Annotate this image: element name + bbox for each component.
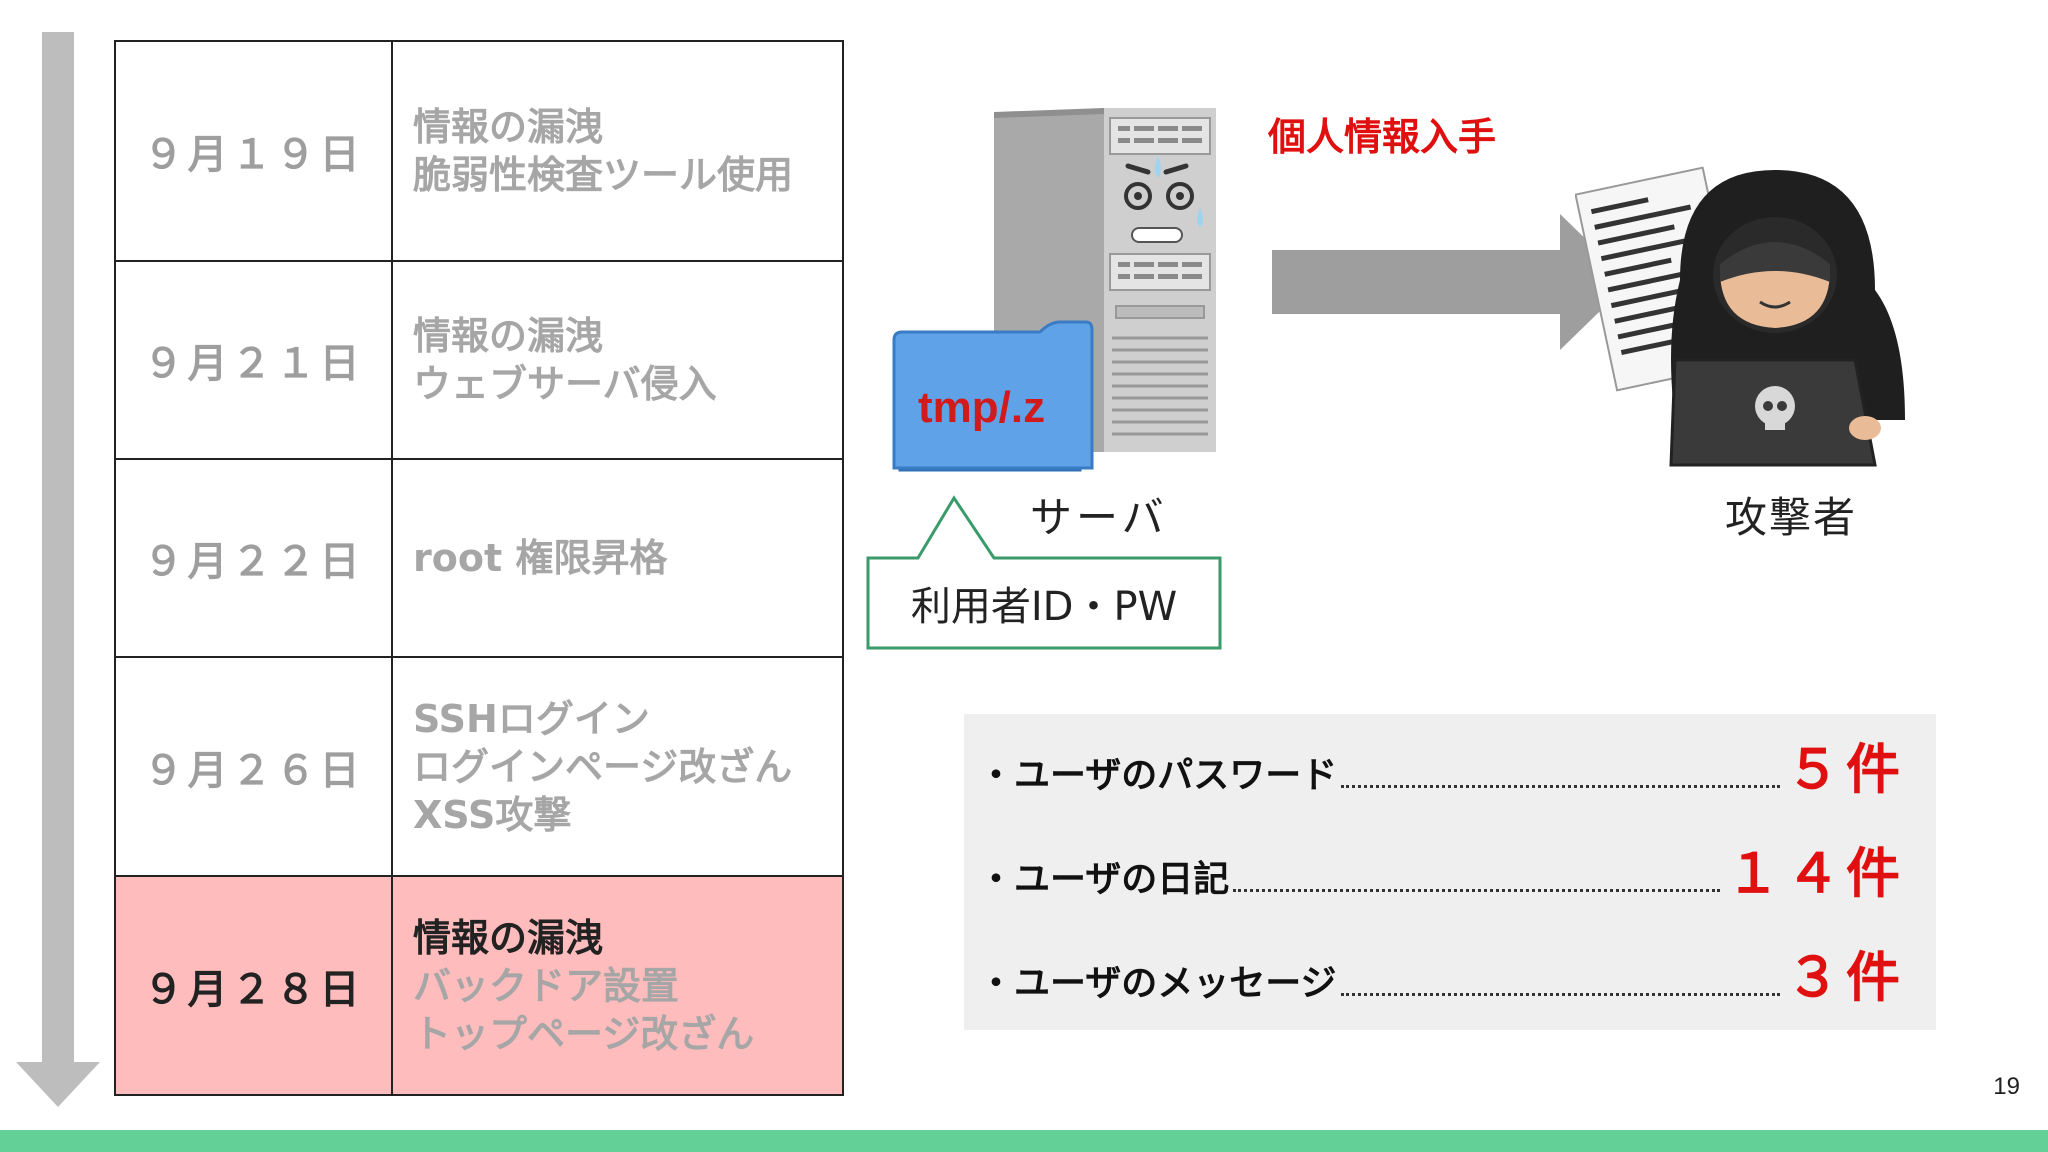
hacker-illustration [1575, 166, 1905, 467]
leader-dots [1340, 993, 1780, 996]
flow-arrow [1272, 214, 1630, 350]
timeline-event: ウェブサーバ侵入 [413, 362, 717, 406]
callout-text: 利用者ID・PW [910, 584, 1178, 630]
timeline-row: ９月２２日 root 権限昇格 [114, 458, 844, 658]
attacker-label: 攻撃者 [1725, 493, 1858, 542]
folder-label: tmp/.z [918, 383, 1046, 432]
server-label: サーバ [1030, 493, 1168, 542]
leader-dots [1341, 785, 1780, 788]
footer-bar [0, 1130, 2048, 1152]
timeline-event: ログインページ改ざん [413, 744, 793, 789]
timeline-table: ９月１９日 情報の漏洩 脆弱性検査ツール使用 ９月２１日 情報の漏洩 ウェブサー… [114, 40, 844, 1096]
timeline-event: SSHログイン [413, 696, 650, 741]
page-number: 19 [1993, 1073, 2020, 1100]
server-illustration [892, 108, 1216, 472]
timeline-events: SSHログイン ログインページ改ざん XSS攻撃 [391, 656, 844, 877]
stat-value: ３件 [1786, 946, 1906, 1009]
timeline-event: トップページ改ざん [413, 1011, 755, 1056]
stat-value: １４件 [1726, 842, 1906, 905]
timeline-event: バックドア設置 [413, 963, 680, 1008]
timeline-event: 脆弱性検査ツール使用 [413, 153, 794, 197]
stat-label: ・ユーザのメッセージ [978, 963, 1337, 1004]
timeline-events: 情報の漏洩 脆弱性検査ツール使用 [391, 40, 844, 262]
timeline-down-arrow [16, 32, 100, 1107]
stat-value: ５件 [1786, 738, 1906, 801]
leader-dots [1233, 889, 1720, 892]
timeline-event: root 権限昇格 [413, 536, 668, 580]
timeline-events: root 権限昇格 [391, 458, 844, 658]
leak-summary-box: ・ユーザのパスワード ５件 ・ユーザの日記 １４件 ・ユーザのメッセージ ３件 [964, 714, 1936, 1030]
credential-callout [866, 495, 1222, 650]
stat-label: ・ユーザのパスワード [978, 755, 1338, 796]
timeline-row: ９月１９日 情報の漏洩 脆弱性検査ツール使用 [114, 40, 844, 262]
timeline-row: ９月２６日 SSHログイン ログインページ改ざん XSS攻撃 [114, 656, 844, 877]
timeline-date: ９月２６日 [114, 656, 393, 877]
timeline-date: ９月１９日 [114, 40, 393, 262]
timeline-row: ９月２１日 情報の漏洩 ウェブサーバ侵入 [114, 260, 844, 460]
timeline-event: 情報の漏洩 [413, 314, 604, 358]
timeline-events: 情報の漏洩 ウェブサーバ侵入 [391, 260, 844, 460]
timeline-event: 情報の漏洩 [413, 915, 604, 960]
timeline-events: 情報の漏洩 バックドア設置 トップページ改ざん [391, 875, 844, 1096]
stat-row: ・ユーザのパスワード ５件 [978, 734, 1906, 804]
timeline-row-highlighted: ９月２８日 情報の漏洩 バックドア設置 トップページ改ざん [114, 875, 844, 1096]
timeline-event: 情報の漏洩 [413, 105, 604, 149]
timeline-event: XSS攻撃 [413, 792, 572, 837]
timeline-date: ９月２２日 [114, 458, 393, 658]
stat-row: ・ユーザの日記 １４件 [978, 838, 1906, 908]
arrow-caption: 個人情報入手 [1268, 115, 1497, 159]
timeline-date: ９月２８日 [114, 875, 393, 1096]
timeline-date: ９月２１日 [114, 260, 393, 460]
stat-label: ・ユーザの日記 [978, 859, 1230, 900]
stat-row: ・ユーザのメッセージ ３件 [978, 942, 1906, 1012]
